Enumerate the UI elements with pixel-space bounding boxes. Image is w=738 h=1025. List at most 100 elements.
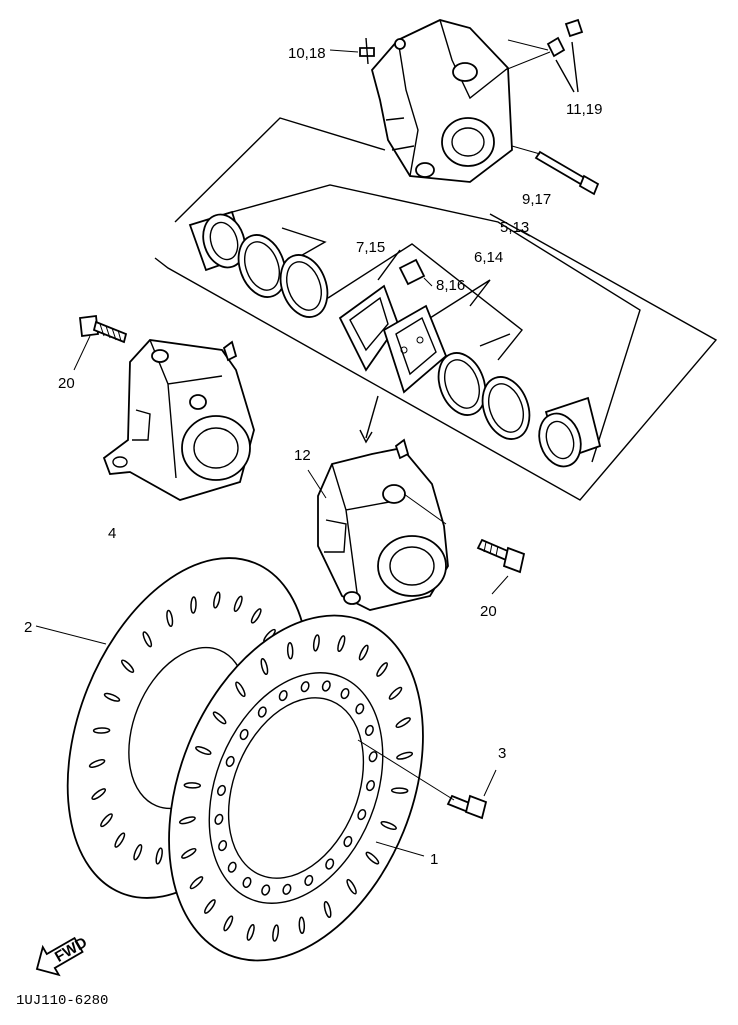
brake-disc-front — [168, 614, 424, 962]
exploded-frame — [154, 117, 718, 501]
disc-slot — [260, 657, 269, 676]
caliper-left — [102, 339, 255, 501]
disc-slot — [358, 644, 369, 661]
diagram-code: 1UJ110-6280 — [16, 993, 108, 1009]
callout-10-18: 10,18 — [288, 45, 326, 62]
bolt-20-left — [73, 314, 128, 371]
callout-20-left: 20 — [58, 375, 75, 392]
seal-left-outer — [237, 234, 287, 298]
disc-hole — [355, 703, 365, 715]
callout-6-14: 6,14 — [474, 249, 503, 266]
disc-slot — [272, 924, 280, 942]
callout-7-15: 7,15 — [356, 239, 385, 256]
disc-slot — [189, 876, 204, 890]
disc-slot — [298, 916, 306, 935]
disc-slot — [388, 686, 403, 700]
disc-slot — [91, 788, 107, 801]
caliper-right — [307, 438, 449, 611]
leader-2 — [35, 625, 107, 645]
bolt-20-right — [476, 538, 526, 595]
callout-20-right: 20 — [480, 603, 497, 620]
pad-spring — [398, 258, 433, 287]
disc-hole — [239, 728, 249, 741]
disc-slot — [190, 596, 197, 614]
seal-right-inner — [481, 376, 531, 440]
callout-4: 4 — [108, 525, 116, 542]
disc-slot — [155, 847, 163, 865]
callout-12: 12 — [294, 447, 311, 464]
callout-1: 1 — [430, 851, 438, 868]
disc-slot — [312, 634, 320, 652]
callout-3: 3 — [498, 745, 506, 762]
disc-slot — [133, 843, 143, 861]
disc-hole — [364, 724, 374, 736]
disc-hole — [261, 884, 271, 896]
disc-hole — [325, 858, 335, 870]
disc-hole — [214, 813, 224, 825]
disc-hole — [340, 688, 350, 700]
disc-hole — [357, 809, 367, 821]
disc-hole — [217, 784, 226, 796]
disc-slot — [337, 635, 346, 653]
disc-slot — [365, 851, 380, 865]
disc-slot — [92, 727, 111, 734]
callout-2: 2 — [24, 619, 32, 636]
disc-slot — [396, 751, 414, 760]
disc-slot — [233, 595, 243, 613]
disc-hole — [257, 706, 267, 718]
disc-slot — [286, 641, 294, 660]
disc-slot — [183, 782, 202, 789]
callout-5-13: 5,13 — [500, 219, 529, 236]
disc-slot — [376, 662, 388, 677]
disc-slot — [181, 847, 197, 859]
piston-right — [538, 396, 602, 468]
callout-11-19: 11,19 — [566, 101, 602, 118]
caliper-body-top — [371, 19, 513, 183]
disc-hole — [225, 755, 235, 767]
seal-right-outer — [437, 352, 487, 416]
seal-left-inner — [279, 254, 329, 318]
disc-slot — [250, 608, 262, 624]
callout-8-16: 8,16 — [436, 277, 465, 294]
cap-and-seal — [504, 18, 584, 93]
disc-slot — [395, 717, 411, 729]
disc-hole — [242, 876, 252, 888]
assembly-arrow — [359, 395, 379, 444]
disc-slot — [235, 681, 246, 698]
disc-slot — [213, 591, 221, 609]
bleeder-screw — [329, 37, 375, 65]
disc-hole — [343, 835, 353, 848]
disc-slot — [346, 878, 357, 895]
disc-hole — [282, 883, 292, 895]
disc-hole — [227, 861, 237, 873]
disc-hole — [321, 680, 331, 692]
disc-slot — [166, 609, 174, 628]
disc-slot — [212, 711, 227, 725]
disc-hole — [368, 751, 378, 763]
disc-slot — [178, 816, 196, 825]
pad-pin — [511, 145, 600, 196]
disc-hole — [366, 780, 375, 792]
disc-slot — [380, 820, 397, 831]
disc-hole — [278, 690, 288, 702]
fwd-label: FWD — [52, 934, 90, 966]
disc-slot — [195, 745, 212, 756]
leader-1 — [375, 841, 425, 857]
disc-slot — [142, 631, 153, 648]
disc-slot — [88, 759, 106, 768]
disc-slot — [390, 787, 409, 794]
disc-hole — [218, 840, 228, 852]
callout-9-17: 9,17 — [522, 191, 551, 208]
disc-slot — [246, 923, 255, 941]
disc-slot — [100, 813, 113, 828]
disc-hole — [300, 681, 310, 693]
disc-hole — [304, 874, 314, 886]
disc-slot — [120, 659, 135, 673]
disc-slot — [323, 900, 332, 919]
disc-slot — [103, 692, 121, 702]
disc-bolt-3 — [357, 739, 497, 820]
forward-arrow-icon: FWD — [35, 934, 90, 977]
disc-slot — [114, 832, 126, 848]
disc-slot — [223, 915, 234, 932]
